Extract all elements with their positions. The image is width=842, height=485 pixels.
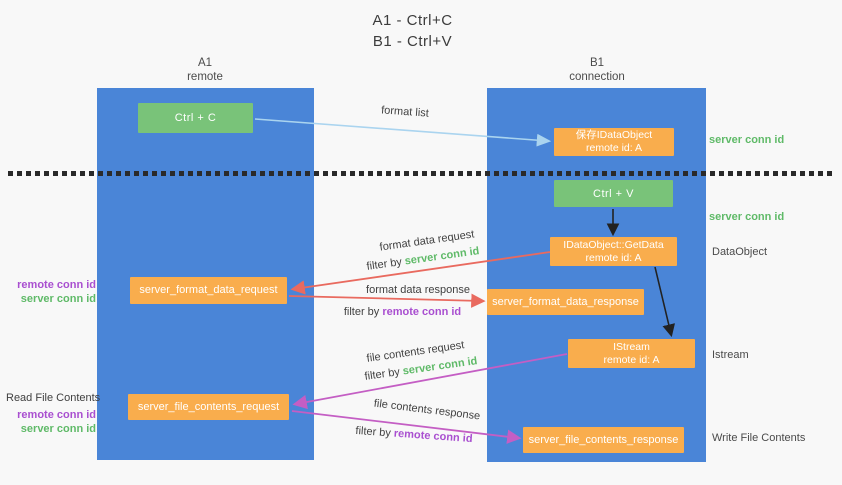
lane-header-a1: A1 remote [150, 56, 260, 84]
lane-a1-subtitle: remote [187, 71, 223, 83]
node-istream-line2: remote id: A [603, 353, 660, 366]
annotation-read-file-contents: Read File Contents [6, 392, 101, 404]
node-ctrl-v: Ctrl + V [554, 180, 673, 207]
node-server-format-data-request-label: server_format_data_request [139, 284, 278, 296]
annotation-remote-conn-id-format: remote conn id [17, 279, 96, 291]
node-server-format-data-response-label: server_format_data_response [492, 295, 639, 308]
node-idataobject-getdata-line2: remote id: A [585, 251, 642, 264]
lane-b1-subtitle: connection [569, 71, 625, 83]
annotation-server-conn-id-format: server conn id [20, 293, 96, 305]
node-istream: IStream remote id: A [568, 339, 695, 368]
annotation-write-file-contents: Write File Contents [712, 432, 806, 444]
phase-divider-dotted-line [8, 171, 835, 176]
node-server-format-data-request: server_format_data_request [130, 277, 287, 304]
remote-conn-id-key: remote conn id [382, 306, 462, 318]
annotation-istream: Istream [712, 349, 749, 361]
annotation-server-conn-id-top: server conn id [709, 134, 785, 146]
annotation-dataobject: DataObject [712, 246, 768, 258]
node-idataobject-getdata-line1: IDataObject::GetData [563, 238, 664, 251]
filter-by-text: filter by [355, 424, 392, 440]
format-data-response-arrow [288, 293, 486, 308]
edge-label-file-contents-response: file contents response [373, 397, 481, 423]
edge-label-format-data-response: format data response [366, 284, 470, 296]
lane-b1-name: B1 [589, 57, 605, 69]
title-line-1: A1 - Ctrl+C [372, 12, 453, 29]
filter-by-text: filter by [363, 366, 401, 383]
node-server-file-contents-response: server_file_contents_response [523, 427, 684, 453]
node-ctrl-c: Ctrl + C [138, 103, 253, 133]
title-line-2: B1 - Ctrl+V [372, 33, 453, 50]
node-server-file-contents-request-label: server_file_contents_request [137, 400, 280, 413]
node-server-format-data-response: server_format_data_response [487, 289, 644, 315]
node-ctrl-c-label: Ctrl + C [174, 112, 217, 124]
node-save-idataobject-line1: 保存IDataObject [575, 129, 653, 141]
edge-label-format-list: format list [380, 104, 430, 120]
lane-header-b1: B1 connection [541, 56, 653, 84]
node-server-file-contents-request: server_file_contents_request [128, 394, 289, 420]
lane-a1-name: A1 [197, 57, 213, 69]
node-server-file-contents-response-label: server_file_contents_response [528, 433, 679, 446]
node-ctrl-v-label: Ctrl + V [593, 187, 634, 200]
node-save-idataobject: 保存IDataObject remote id: A [554, 128, 674, 156]
annotation-server-conn-id-file: server conn id [20, 423, 96, 435]
remote-conn-id-key: remote conn id [393, 427, 473, 446]
diagram-title: A1 - Ctrl+C B1 - Ctrl+V [330, 10, 495, 52]
filter-by-text: filter by [365, 256, 403, 273]
node-istream-line1: IStream [613, 340, 650, 353]
annotation-server-conn-id-mid: server conn id [709, 211, 785, 223]
node-save-idataobject-line2: remote id: A [585, 142, 643, 154]
server-conn-id-key: server conn id [401, 355, 479, 378]
annotation-remote-conn-id-file: remote conn id [17, 409, 96, 421]
node-idataobject-getdata: IDataObject::GetData remote id: A [550, 237, 677, 266]
filter-by-text: filter by [343, 306, 380, 318]
